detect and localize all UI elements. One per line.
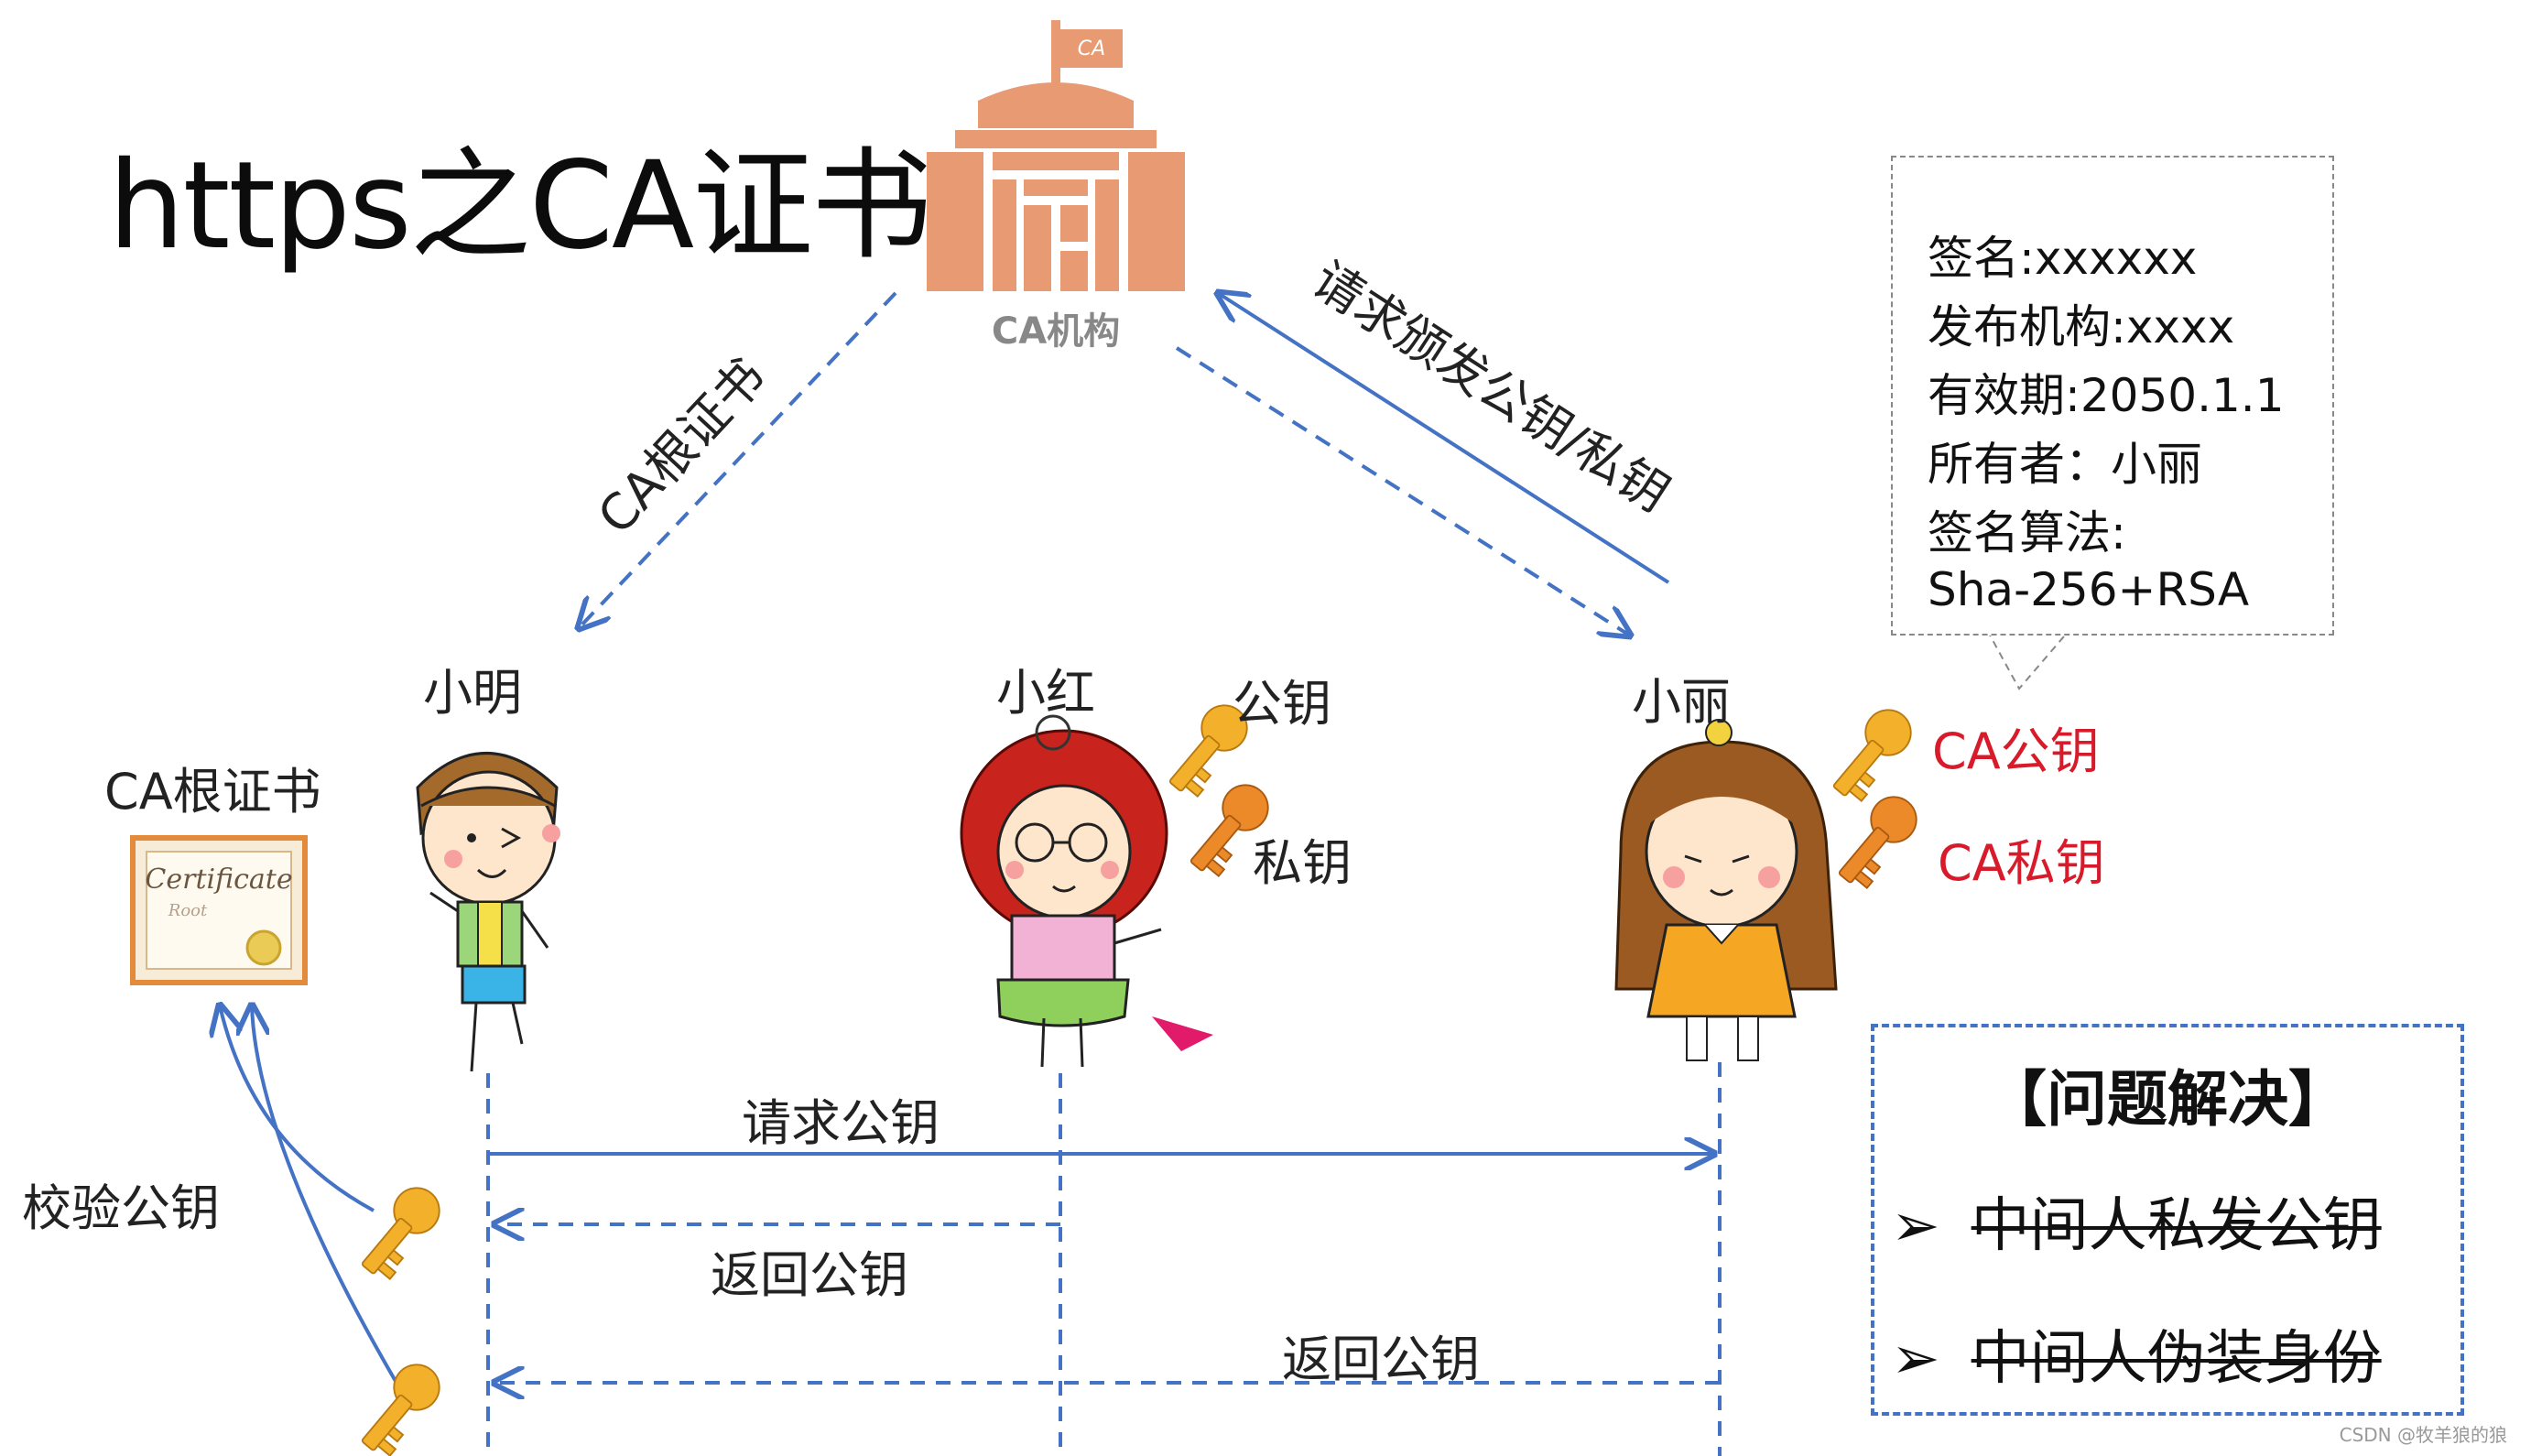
resolution-item-text: 中间人私发公钥 [1971, 1192, 2382, 1260]
cert-card-tail [1986, 629, 2070, 690]
bullet-arrow-icon: ➢ [1891, 1192, 1940, 1260]
xiaoli-ca-public-key-label: CA公钥 [1932, 723, 2100, 780]
resolution-item: ➢ 中间人伪装身份 [1891, 1311, 2382, 1396]
actor-xiaoli: 小丽 [1632, 673, 1731, 731]
actor-xiaoming: 小明 [423, 664, 522, 722]
watermark: CSDN @牧羊狼的狼 [2339, 1424, 2507, 1446]
resolution-title: 【问题解决】 [1986, 1064, 2349, 1135]
ca-building-icon [927, 20, 1185, 291]
cert-signature: 签名:xxxxxx [1928, 232, 2198, 285]
request-issue-arrow [1218, 293, 1670, 584]
request-pubkey-label: 请求公钥 [742, 1094, 940, 1152]
resolution-item-text: 中间人伪装身份 [1971, 1325, 2382, 1393]
cert-algo-value: Sha-256+RSA [1928, 563, 2250, 616]
root-cert-label: CA根证书 [104, 763, 321, 820]
xiaohong-figure [960, 714, 1213, 1068]
svg-text:Root: Root [168, 901, 208, 920]
page-title: https之CA证书 [108, 136, 932, 277]
resolution-box: 【问题解决】 ➢ 中间人私发公钥 ➢ 中间人伪装身份 [1871, 1024, 2464, 1416]
ca-root-cert-arrow [579, 291, 897, 628]
xiaohong-public-key-label: 公钥 [1233, 675, 1331, 733]
cert-algo-label: 签名算法: [1928, 506, 2126, 560]
ca-root-cert-edge-label: CA根证书 [587, 347, 777, 545]
cert-issuer: 发布机构:xxxx [1928, 300, 2235, 353]
cert-validity: 有效期:2050.1.1 [1928, 369, 2285, 422]
verify-curve-2 [252, 1005, 405, 1396]
svg-text:Certificate: Certificate [145, 864, 292, 896]
verify-key-2-icon [349, 1354, 451, 1456]
resolution-item: ➢ 中间人私发公钥 [1891, 1179, 2382, 1263]
cert-owner: 所有者：小丽 [1928, 438, 2202, 491]
xiaoli-figure [1614, 719, 1838, 1061]
return-pubkey-1-label: 返回公钥 [711, 1246, 908, 1304]
root-certificate-icon: Certificate Root [130, 835, 308, 985]
xiaohong-private-key-label: 私钥 [1253, 834, 1352, 892]
xiaoming-figure [416, 752, 560, 1072]
ca-to-xiaoli-arrow [1175, 346, 1630, 636]
xiaoli-ca-private-key-label: CA私钥 [1938, 834, 2105, 892]
request-issue-edge-label: 请求颁发公钥/私钥 [1302, 250, 1679, 523]
bullet-arrow-icon: ➢ [1891, 1325, 1940, 1393]
verify-key-1-icon [349, 1178, 451, 1286]
xiaoli-ca-private-key-icon [1826, 787, 1928, 895]
ca-flag-text: CA [1078, 38, 1105, 60]
xiaoli-ca-public-key-icon [1820, 700, 1922, 808]
return-pubkey-2-label: 返回公钥 [1282, 1331, 1480, 1388]
actor-xiaohong: 小红 [996, 664, 1095, 722]
verify-pubkey-label: 校验公钥 [22, 1179, 220, 1237]
ca-org-label: CA机构 [992, 310, 1120, 353]
certificate-card: 签名:xxxxxx 发布机构:xxxx 有效期:2050.1.1 所有者：小丽 … [1891, 156, 2334, 636]
